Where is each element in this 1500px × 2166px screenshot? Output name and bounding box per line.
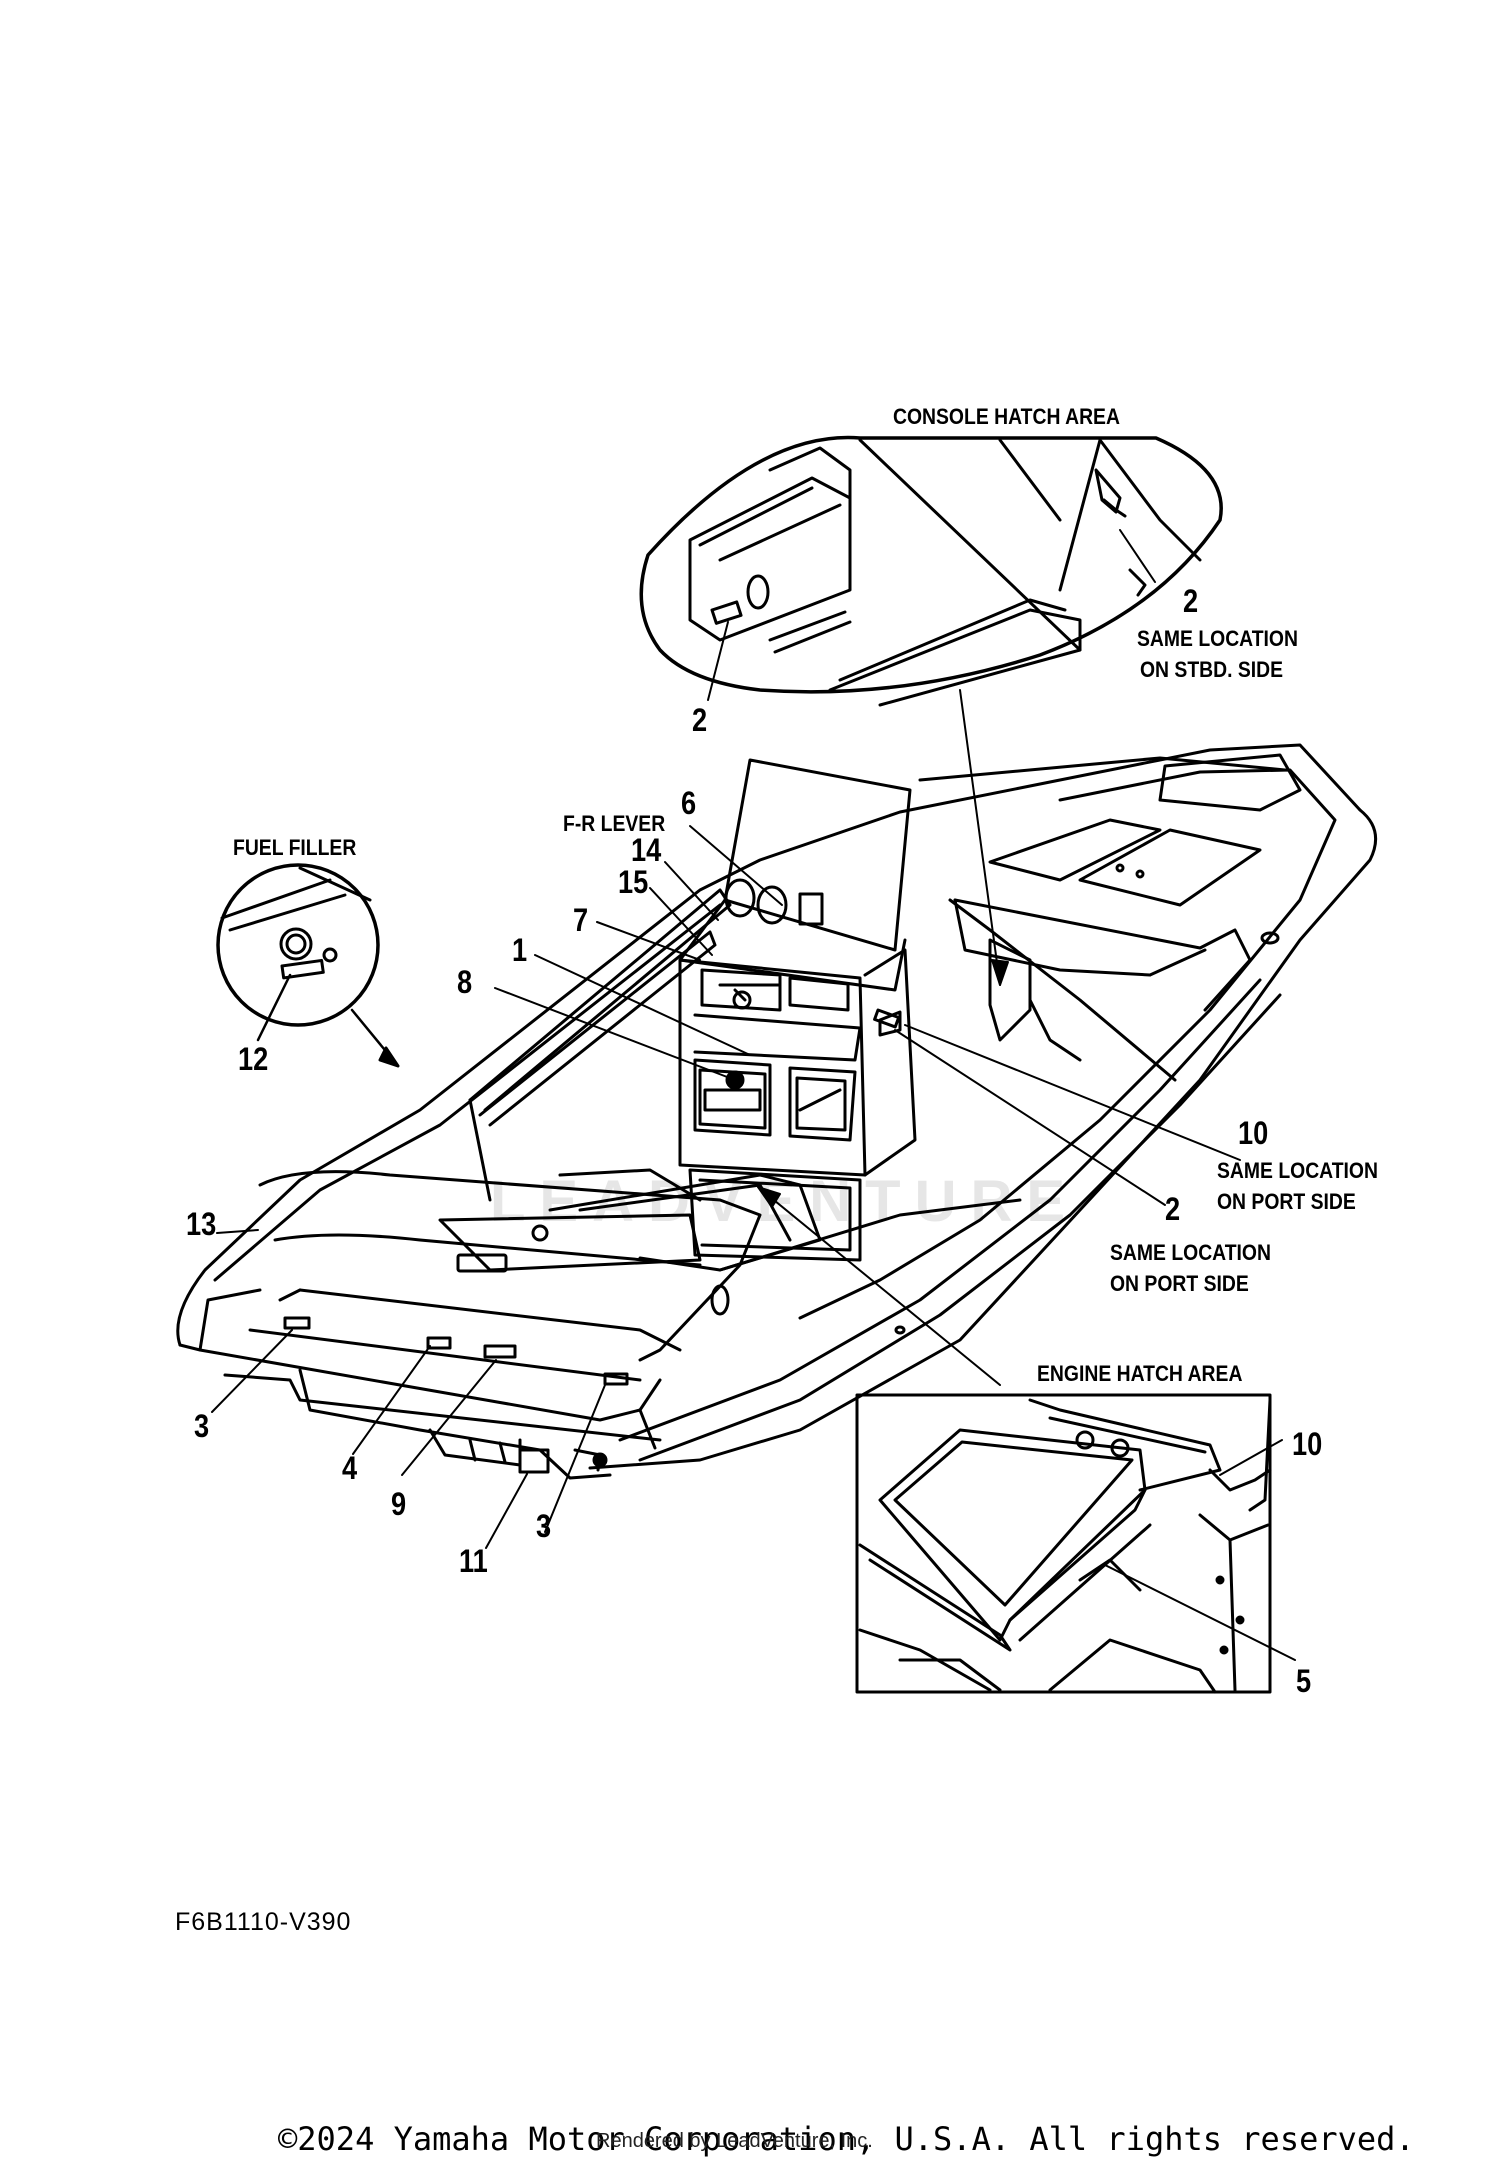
leader-lines [211,529,1296,1661]
engine-hatch-area-heading: ENGINE HATCH AREA [1037,1361,1243,1386]
leader-3-left [211,1329,293,1413]
note-stbd-line2: ON STBD. SIDE [1140,657,1284,682]
leader-5 [1104,1564,1296,1661]
fuel-filler-inset [216,863,400,1068]
leader-10-engine [1219,1439,1283,1476]
callout-3-right: 3 [536,1508,552,1544]
callout-15: 15 [618,864,649,900]
callout-2-hull: 2 [1165,1191,1181,1227]
leader-2-console-right [1119,529,1156,583]
callout-10-engine: 10 [1292,1426,1323,1462]
fr-lever-heading: F-R LEVER [563,811,666,836]
callout-3-left: 3 [194,1408,210,1444]
leader-2-hull [894,1029,1166,1206]
leader-1 [534,954,751,1056]
note-port-b-line2: ON PORT SIDE [1110,1271,1249,1296]
callout-6: 6 [681,785,697,821]
leader-console-hatch [959,689,1001,986]
leader-11 [485,1473,528,1549]
callout-7: 7 [573,902,589,938]
note-port-b-line1: SAME LOCATION [1110,1240,1271,1265]
callout-11: 11 [459,1543,488,1579]
callout-1: 1 [512,932,528,968]
rendered-by: Rendered by LeadVenture, Inc. [596,2130,873,2152]
note-stbd-line1: SAME LOCATION [1137,626,1298,651]
leader-9 [401,1359,497,1476]
callout-2-console-right: 2 [1183,583,1199,619]
boat-hull [176,743,1378,1480]
callout-4: 4 [342,1450,358,1486]
leader-13 [216,1229,259,1234]
leader-14 [664,861,719,921]
leader-7 [596,921,701,961]
callout-5: 5 [1296,1663,1312,1699]
callout-8: 8 [457,964,473,1000]
engine-hatch-inset [855,1393,1272,1694]
console-hatch-inset [639,435,1223,707]
leader-4 [352,1345,431,1455]
leader-3-right [544,1384,606,1533]
leader-6 [689,825,783,906]
leader-10-hull [904,1024,1241,1161]
callout-12: 12 [238,1041,269,1077]
leader-2-console-left [707,621,729,701]
leader-8 [494,987,736,1081]
fuel-filler-heading: FUEL FILLER [233,835,357,860]
leader-engine-hatch [757,1186,1001,1386]
console-hatch-area-heading: CONSOLE HATCH AREA [893,404,1120,429]
diagram-code: F6B1110-V390 [175,1908,352,1936]
callout-2-console-left: 2 [692,702,708,738]
callout-13: 13 [186,1206,217,1242]
copyright-notice: ©2024 Yamaha Motor Corporation, U.S.A. A… [278,2120,1415,2158]
callout-14: 14 [631,832,662,868]
note-port-a-line2: ON PORT SIDE [1217,1189,1356,1214]
callout-9: 9 [391,1486,407,1522]
callout-10-hull: 10 [1238,1115,1269,1151]
leader-15 [649,887,713,956]
note-port-a-line1: SAME LOCATION [1217,1158,1378,1183]
